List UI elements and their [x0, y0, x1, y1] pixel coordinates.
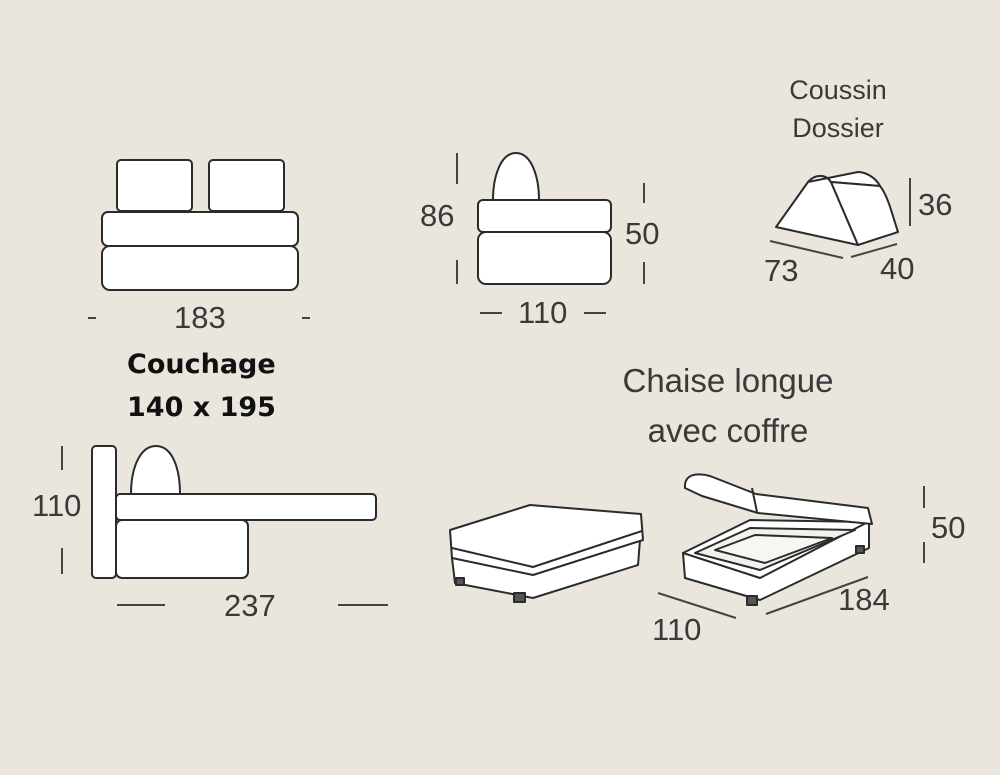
sleeping-size: 140 x 195 — [127, 392, 276, 424]
chaise-title: Chaise longue avec coffre — [580, 356, 876, 455]
side-seat-height-label: 50 — [625, 216, 660, 251]
chaise-title-line1: Chaise longue — [622, 362, 834, 399]
bed-headboard — [91, 445, 117, 579]
cushion-height-label: 36 — [918, 187, 953, 222]
back-cushion-prism — [775, 171, 899, 246]
chaise-open-storage — [682, 473, 873, 606]
chaise-storage-panel — [714, 534, 833, 564]
cushion-depth-label: 40 — [880, 251, 915, 286]
cushion-title: Coussin Dossier — [768, 72, 908, 148]
front-base — [101, 245, 299, 291]
chaise-title-line2: avec coffre — [647, 411, 809, 449]
side-seat-cushion — [477, 199, 612, 233]
bed-base — [115, 519, 249, 579]
cushion-title-line1: Coussin — [789, 75, 887, 105]
chaise-foot-right — [855, 545, 865, 554]
side-height-label: 86 — [420, 198, 455, 233]
front-back-cushion-left — [116, 159, 193, 212]
cushion-side — [830, 181, 899, 246]
side-base — [477, 231, 612, 285]
front-view-sofa — [101, 159, 299, 291]
sleeping-title: Couchage — [127, 349, 276, 380]
front-width-label: 183 — [174, 300, 226, 335]
side-back-cushion — [492, 152, 540, 201]
front-seat-cushion — [101, 211, 299, 247]
bed-mattress — [115, 493, 377, 521]
chaise-width-label: 110 — [652, 612, 702, 647]
cushion-length-label: 73 — [764, 253, 799, 288]
bed-height-label: 110 — [32, 488, 82, 523]
chaise-height-label: 50 — [931, 510, 966, 545]
side-depth-label: 110 — [518, 295, 568, 330]
bed-side-view — [91, 445, 377, 579]
ottoman-closed — [449, 504, 644, 603]
chaise-open-lid — [683, 473, 873, 525]
ottoman-foot — [513, 592, 526, 603]
chaise-length-label: 184 — [838, 582, 890, 617]
chaise-foot — [746, 595, 758, 606]
bed-back-cushion — [130, 445, 181, 495]
front-back-cushion-right — [208, 159, 285, 212]
side-view-sofa — [477, 152, 612, 285]
ottoman-foot-left — [455, 577, 465, 586]
cushion-title-line2: Dossier — [792, 112, 884, 143]
dimension-lines — [61, 153, 925, 619]
ottoman-seam — [451, 530, 643, 568]
chaise-lid-seam — [751, 487, 758, 513]
sleeping-area: Couchage 140 x 195 — [127, 343, 276, 429]
ottoman-top — [449, 504, 644, 576]
bed-length-label: 237 — [224, 588, 276, 623]
